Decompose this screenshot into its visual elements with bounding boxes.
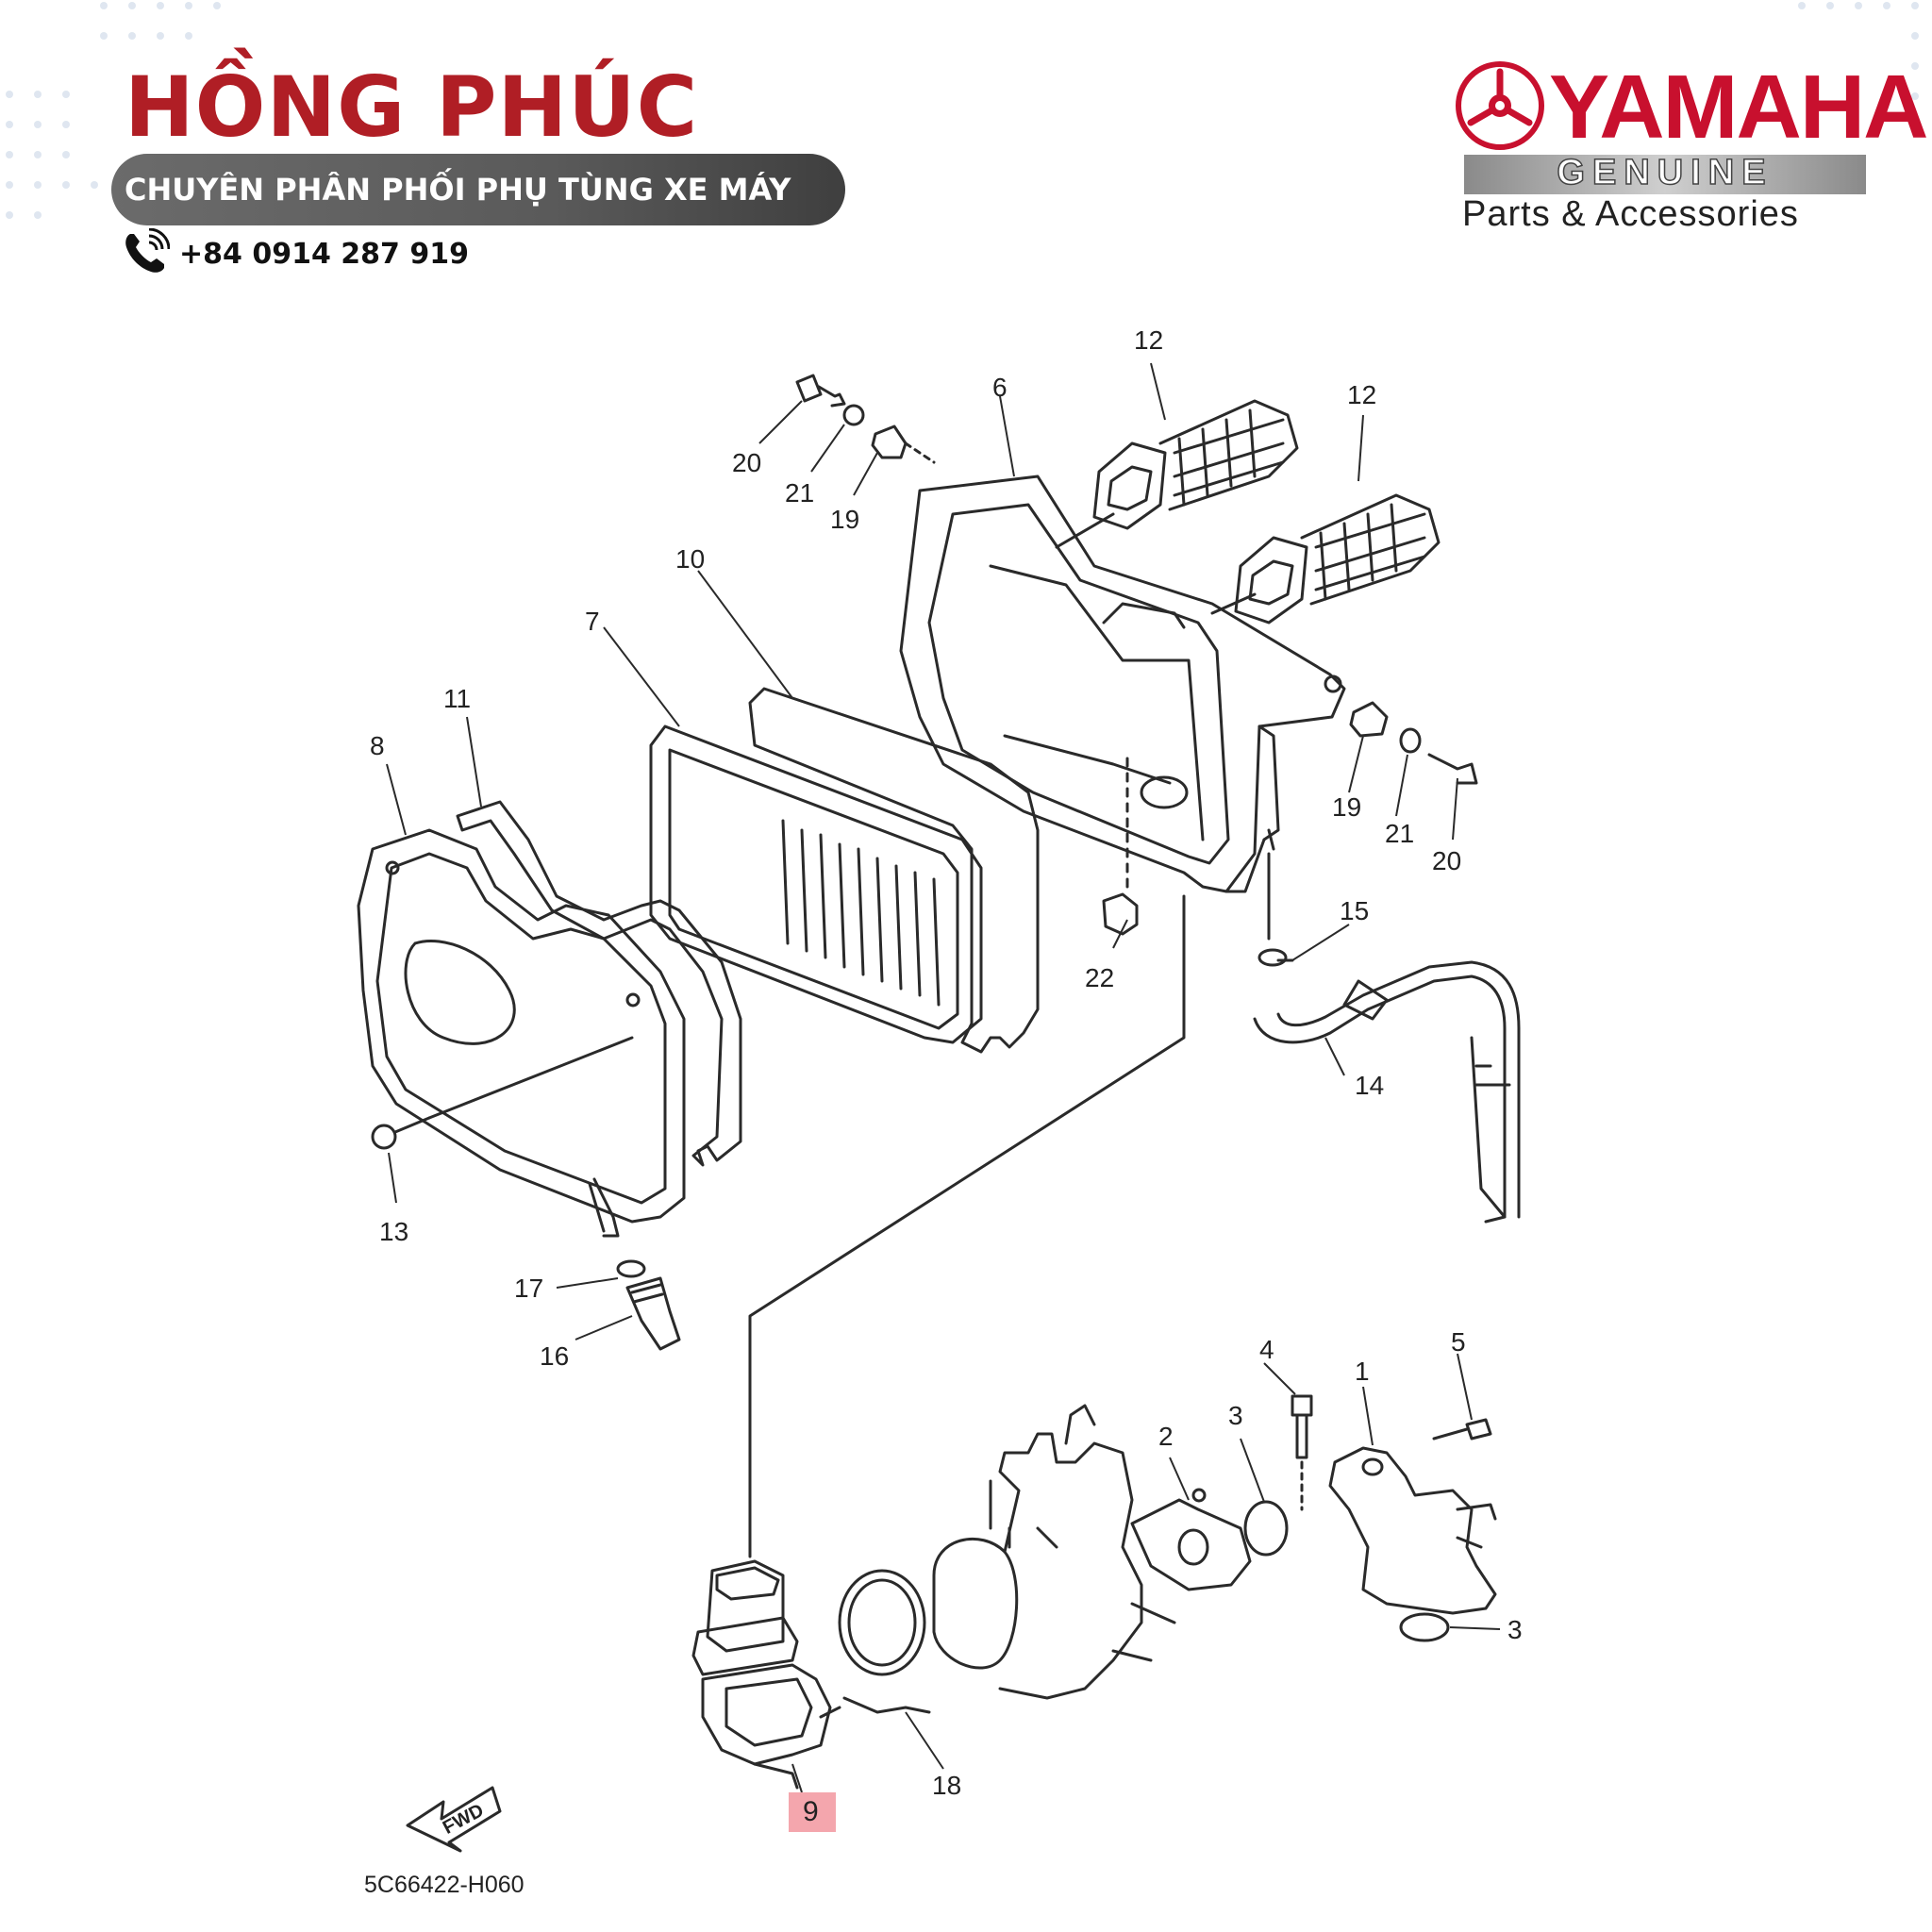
- part-1-manifold: [1328, 1446, 1497, 1615]
- label-12-lower: 12: [1347, 380, 1376, 409]
- part-9-joint: [691, 1559, 841, 1790]
- genuine-bar: [1464, 155, 1866, 194]
- label-11: 11: [443, 684, 471, 713]
- phone-icon: [125, 228, 170, 273]
- label-2: 2: [1158, 1422, 1174, 1451]
- label-16: 16: [540, 1341, 569, 1371]
- part-7-filter-element: [649, 724, 983, 1044]
- parts-accessories-text: Parts & Accessories: [1462, 194, 1799, 234]
- part-6-air-cleaner-case: [899, 475, 1346, 893]
- leader-lines: [386, 362, 1501, 1793]
- carburetor: [932, 1404, 1176, 1700]
- label-9: 9: [803, 1796, 819, 1827]
- part-3-o-ring-lower: [1399, 1612, 1450, 1642]
- dealer-header: HỒNG PHÚC CHUYÊN PHÂN PHỐI PHỤ TÙNG XE M…: [0, 0, 1932, 302]
- part-3-o-ring-upper: [1243, 1500, 1289, 1557]
- label-15: 15: [1340, 896, 1369, 925]
- part-22-clamp: [1102, 892, 1139, 936]
- part-18-clamp: [838, 1569, 931, 1714]
- label-21-upper: 21: [785, 478, 814, 508]
- genuine-text: GENUINE: [1557, 152, 1774, 193]
- label-13: 13: [379, 1217, 408, 1246]
- tagline-banner: [111, 154, 845, 225]
- label-18: 18: [932, 1771, 961, 1800]
- label-3-upper: 3: [1228, 1401, 1243, 1430]
- part-17-clip: [616, 1259, 646, 1278]
- dealer-tagline: CHUYÊN PHÂN PHỐI PHỤ TÙNG XE MÁY: [125, 172, 791, 208]
- label-20-upper: 20: [732, 448, 761, 477]
- label-1: 1: [1355, 1357, 1370, 1386]
- part-2-insulator: [1130, 1488, 1252, 1591]
- dot-pattern-top-right: [1798, 2, 1919, 130]
- label-10: 10: [675, 544, 705, 574]
- label-19-right: 19: [1332, 792, 1361, 822]
- part-13-screw: [371, 1036, 634, 1150]
- label-17: 17: [514, 1274, 543, 1303]
- highlight-part-9: [789, 1792, 836, 1832]
- part-8-cover: [357, 828, 686, 1238]
- part-12-upper: [1092, 399, 1299, 530]
- yamaha-genuine-logo: YAMAHA GENUINE Parts & Accessories: [1455, 58, 1928, 238]
- part-12-lower: [1234, 493, 1441, 625]
- part-4-bolt: [1291, 1394, 1313, 1511]
- part-number-labels: 12 6 12 20 21 19 10 7 11 8 19 21 20 15 2…: [370, 325, 1523, 1839]
- part-10-seal: [748, 687, 1040, 1054]
- part-11-gasket: [456, 800, 742, 1167]
- bolt-set-right: [1349, 701, 1478, 785]
- label-7: 7: [585, 607, 600, 636]
- label-20-right: 20: [1432, 846, 1461, 875]
- label-14: 14: [1355, 1071, 1384, 1100]
- diagram-reference-code: 5C66422-H060: [364, 1872, 525, 1898]
- bolt-set-upper: [795, 374, 936, 464]
- label-6: 6: [992, 373, 1008, 402]
- dealer-phone[interactable]: +84 0914 287 919: [179, 238, 469, 271]
- fwd-arrow-icon: [406, 1786, 502, 1853]
- label-19-upper: 19: [830, 505, 859, 534]
- label-12-upper: 12: [1134, 325, 1163, 355]
- yamaha-emblem-icon: [1456, 61, 1544, 150]
- dealer-name: HỒNG PHÚC: [125, 58, 699, 156]
- part-16-drain-plug: [625, 1276, 681, 1351]
- label-5: 5: [1451, 1327, 1466, 1357]
- yamaha-wordmark: YAMAHA: [1549, 57, 1928, 158]
- label-8: 8: [370, 731, 385, 760]
- label-21-right: 21: [1385, 819, 1414, 848]
- label-4: 4: [1259, 1335, 1274, 1364]
- part-14-hose: [1253, 852, 1521, 1224]
- label-3-lower: 3: [1507, 1615, 1523, 1644]
- label-22: 22: [1085, 963, 1114, 992]
- part-5-bolt: [1432, 1418, 1492, 1441]
